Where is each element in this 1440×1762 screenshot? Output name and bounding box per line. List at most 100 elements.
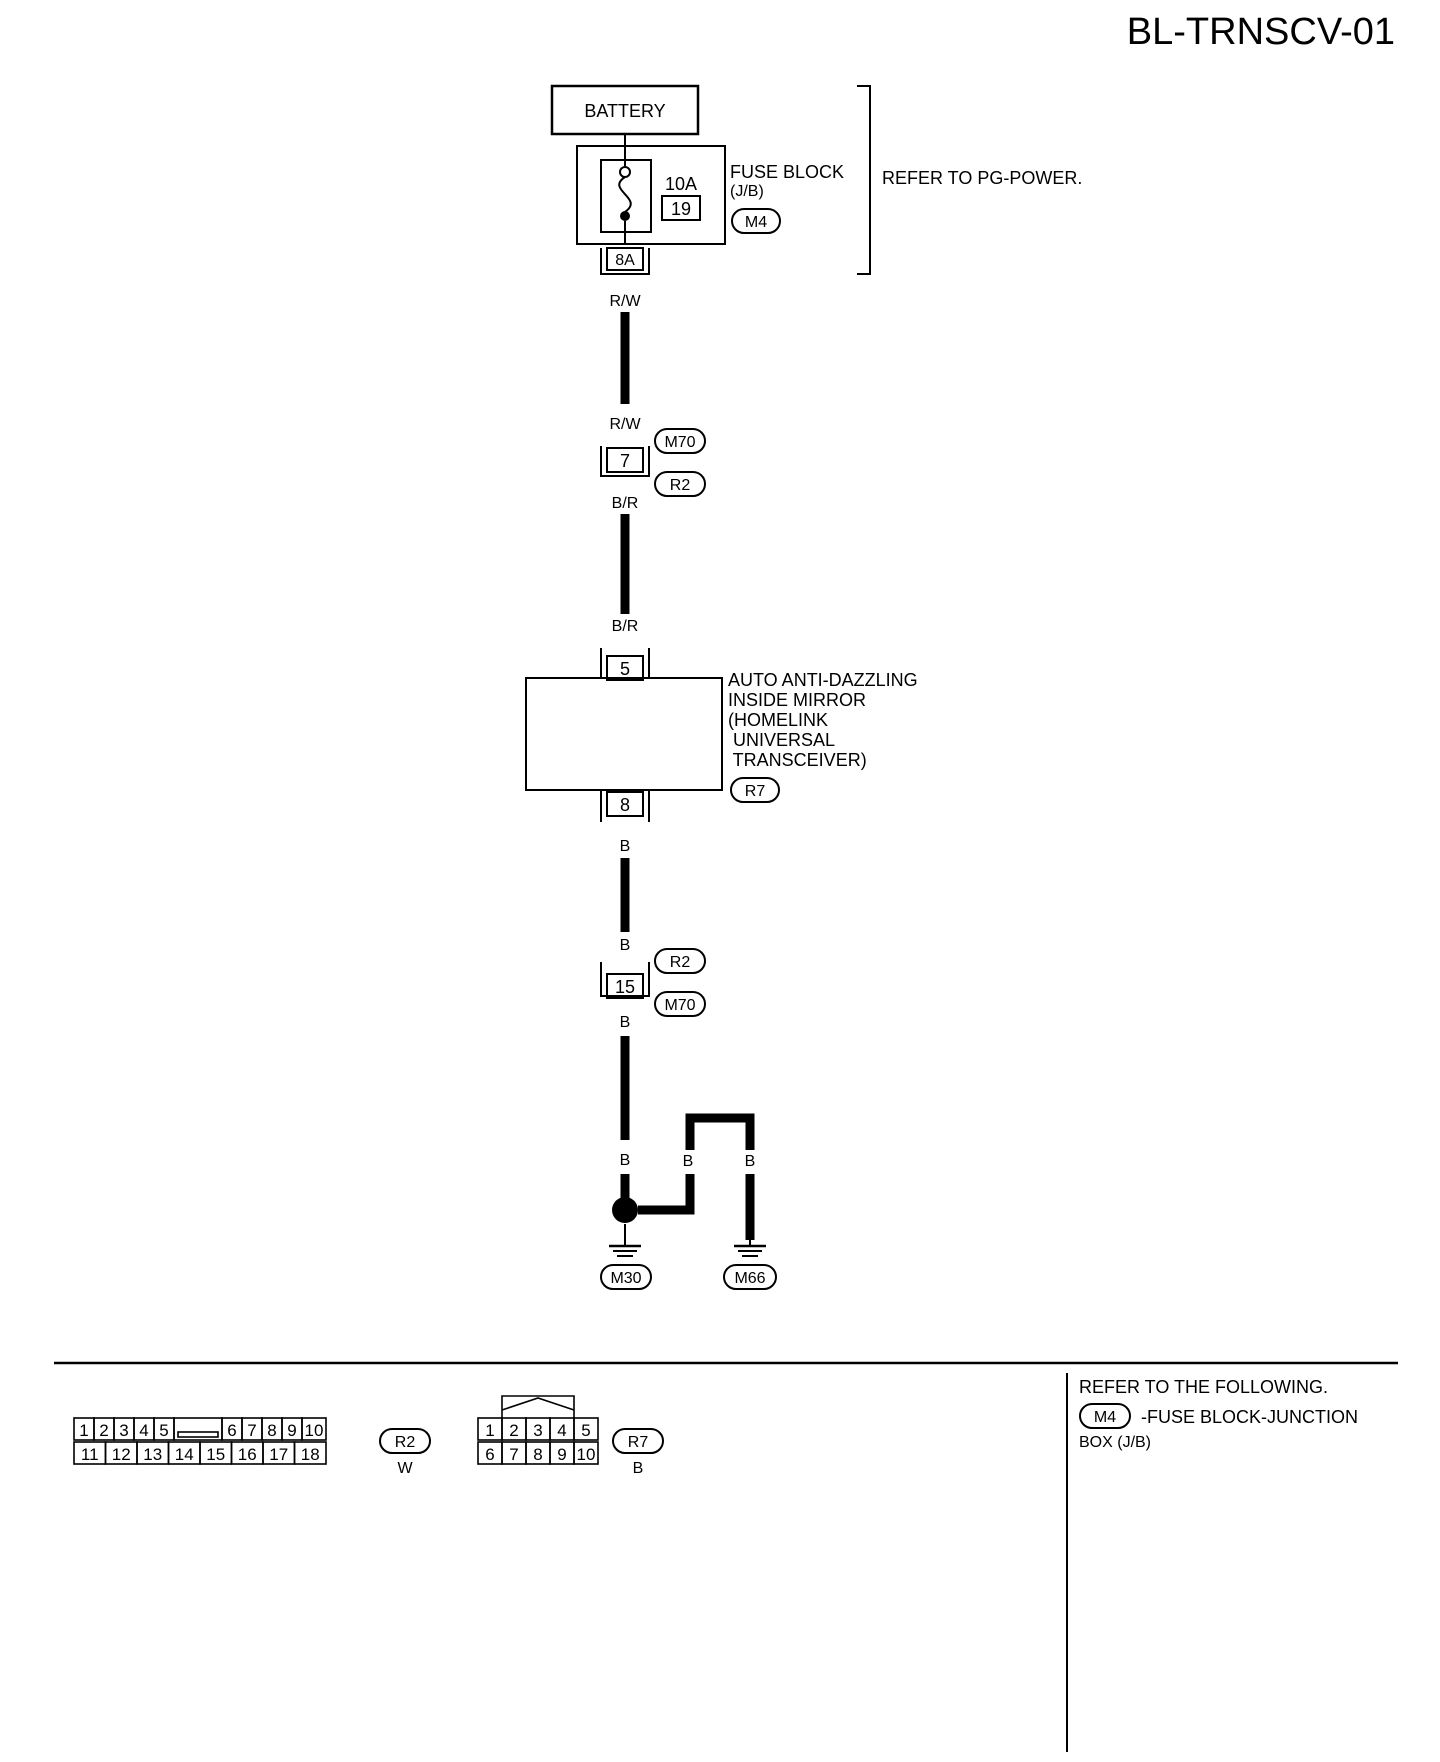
wire-color-label: B/R bbox=[612, 495, 639, 512]
wire-color-label: B/R bbox=[612, 618, 639, 635]
connector-color-r7: B bbox=[633, 1460, 644, 1477]
svg-text:1: 1 bbox=[79, 1421, 88, 1440]
ground-icon bbox=[734, 1240, 766, 1257]
wire-color-label: B bbox=[745, 1153, 756, 1170]
wire-color-label: B bbox=[620, 838, 631, 855]
connector-tag-m70: M70 bbox=[654, 428, 706, 454]
svg-text:4: 4 bbox=[139, 1421, 148, 1440]
svg-text:8: 8 bbox=[533, 1445, 542, 1464]
svg-text:5: 5 bbox=[159, 1421, 168, 1440]
svg-text:6: 6 bbox=[485, 1445, 494, 1464]
reference-text: BOX (J/B) bbox=[1079, 1434, 1151, 1451]
svg-text:3: 3 bbox=[533, 1421, 542, 1440]
connector-color-r2: W bbox=[397, 1460, 413, 1477]
svg-text:9: 9 bbox=[287, 1421, 296, 1440]
svg-text:5: 5 bbox=[620, 659, 630, 679]
svg-text:13: 13 bbox=[143, 1445, 162, 1464]
wire-color-label: B bbox=[620, 1014, 631, 1031]
ground-icon bbox=[609, 1224, 641, 1257]
wire-color-label: B bbox=[620, 1152, 631, 1169]
svg-text:9: 9 bbox=[557, 1445, 566, 1464]
svg-text:14: 14 bbox=[175, 1445, 194, 1464]
connector-tag-r7: R7 bbox=[730, 777, 780, 803]
svg-text:M4: M4 bbox=[1094, 1409, 1116, 1426]
svg-text:M70: M70 bbox=[664, 434, 695, 451]
svg-text:6: 6 bbox=[227, 1421, 236, 1440]
svg-text:M70: M70 bbox=[664, 997, 695, 1014]
svg-text:8A: 8A bbox=[615, 252, 635, 269]
svg-text:3: 3 bbox=[119, 1421, 128, 1440]
svg-text:1: 1 bbox=[485, 1421, 494, 1440]
svg-text:11: 11 bbox=[81, 1445, 99, 1464]
wire-color-label: B bbox=[620, 937, 631, 954]
terminal-15-junction: 15 bbox=[600, 962, 650, 999]
fuse-icon bbox=[618, 148, 632, 244]
svg-text:10: 10 bbox=[577, 1445, 596, 1464]
ground-tag-m30: M30 bbox=[600, 1264, 652, 1290]
connector-tag-m4: M4 bbox=[1079, 1403, 1131, 1429]
refer-bracket bbox=[857, 85, 871, 275]
svg-text:R7: R7 bbox=[745, 783, 766, 800]
mirror-label-line: AUTO ANTI-DAZZLING bbox=[728, 670, 918, 690]
fuse-number: 19 bbox=[671, 199, 691, 219]
mirror-label-line: TRANSCEIVER) bbox=[728, 750, 867, 770]
svg-text:17: 17 bbox=[269, 1445, 288, 1464]
svg-text:M30: M30 bbox=[610, 1270, 641, 1287]
wire-color-label: R/W bbox=[609, 416, 641, 433]
connector-tag-r2: R2 bbox=[654, 471, 706, 497]
fuse-block-label: FUSE BLOCK bbox=[730, 162, 844, 182]
connector-hood bbox=[501, 1395, 575, 1418]
svg-text:8: 8 bbox=[267, 1421, 276, 1440]
connector-pin: 5 bbox=[573, 1417, 599, 1441]
connector-tag-r2: R2 bbox=[379, 1428, 431, 1454]
connector-tag-m4: M4 bbox=[731, 208, 781, 234]
svg-text:2: 2 bbox=[509, 1421, 518, 1440]
connector-tag-r2: R2 bbox=[654, 948, 706, 974]
connector-pin: 10 bbox=[301, 1417, 327, 1441]
svg-text:16: 16 bbox=[238, 1445, 257, 1464]
fuse-rating: 10A bbox=[665, 174, 697, 194]
page-code: BL-TRNSCV-01 bbox=[1127, 11, 1395, 53]
svg-text:2: 2 bbox=[99, 1421, 108, 1440]
svg-text:18: 18 bbox=[301, 1445, 320, 1464]
terminal-7-junction: 7 bbox=[600, 446, 650, 477]
svg-text:R7: R7 bbox=[628, 1434, 649, 1451]
ground-tag-m66: M66 bbox=[723, 1264, 777, 1290]
svg-text:7: 7 bbox=[509, 1445, 518, 1464]
reference-text: -FUSE BLOCK-JUNCTION bbox=[1141, 1407, 1358, 1427]
fuse-block-sublabel: (J/B) bbox=[730, 183, 764, 200]
fuse-block: 10A 19 bbox=[576, 145, 726, 245]
reference-heading: REFER TO THE FOLLOWING. bbox=[1079, 1377, 1328, 1397]
svg-text:M4: M4 bbox=[745, 214, 767, 231]
svg-text:15: 15 bbox=[206, 1445, 225, 1464]
battery-label: BATTERY bbox=[584, 101, 665, 121]
svg-text:5: 5 bbox=[581, 1421, 590, 1440]
mirror-label-line: INSIDE MIRROR bbox=[728, 690, 866, 710]
svg-text:R2: R2 bbox=[670, 954, 691, 971]
connector-pin: 10 bbox=[573, 1441, 599, 1465]
terminal-8: 8 bbox=[600, 789, 650, 822]
splice-point bbox=[612, 1197, 638, 1223]
terminal-8a: 8A bbox=[600, 247, 650, 275]
svg-text:M66: M66 bbox=[734, 1270, 765, 1287]
svg-text:10: 10 bbox=[305, 1421, 324, 1440]
connector-tag-m70: M70 bbox=[654, 991, 706, 1017]
wire-color-label: R/W bbox=[609, 293, 641, 310]
svg-text:R2: R2 bbox=[395, 1434, 416, 1451]
connector-tag-r7: R7 bbox=[612, 1428, 664, 1454]
svg-text:8: 8 bbox=[620, 795, 630, 815]
svg-text:4: 4 bbox=[557, 1421, 566, 1440]
svg-text:15: 15 bbox=[615, 977, 635, 997]
svg-text:R2: R2 bbox=[670, 477, 691, 494]
svg-text:7: 7 bbox=[620, 451, 630, 471]
svg-text:12: 12 bbox=[112, 1445, 131, 1464]
svg-text:7: 7 bbox=[247, 1421, 256, 1440]
refer-power-text: REFER TO PG-POWER. bbox=[882, 168, 1082, 188]
mirror-label-line: (HOMELINK bbox=[728, 710, 828, 730]
wire-color-label: B bbox=[683, 1153, 694, 1170]
mirror-label-line: UNIVERSAL bbox=[728, 730, 835, 750]
connector-pin: 18 bbox=[293, 1441, 327, 1465]
